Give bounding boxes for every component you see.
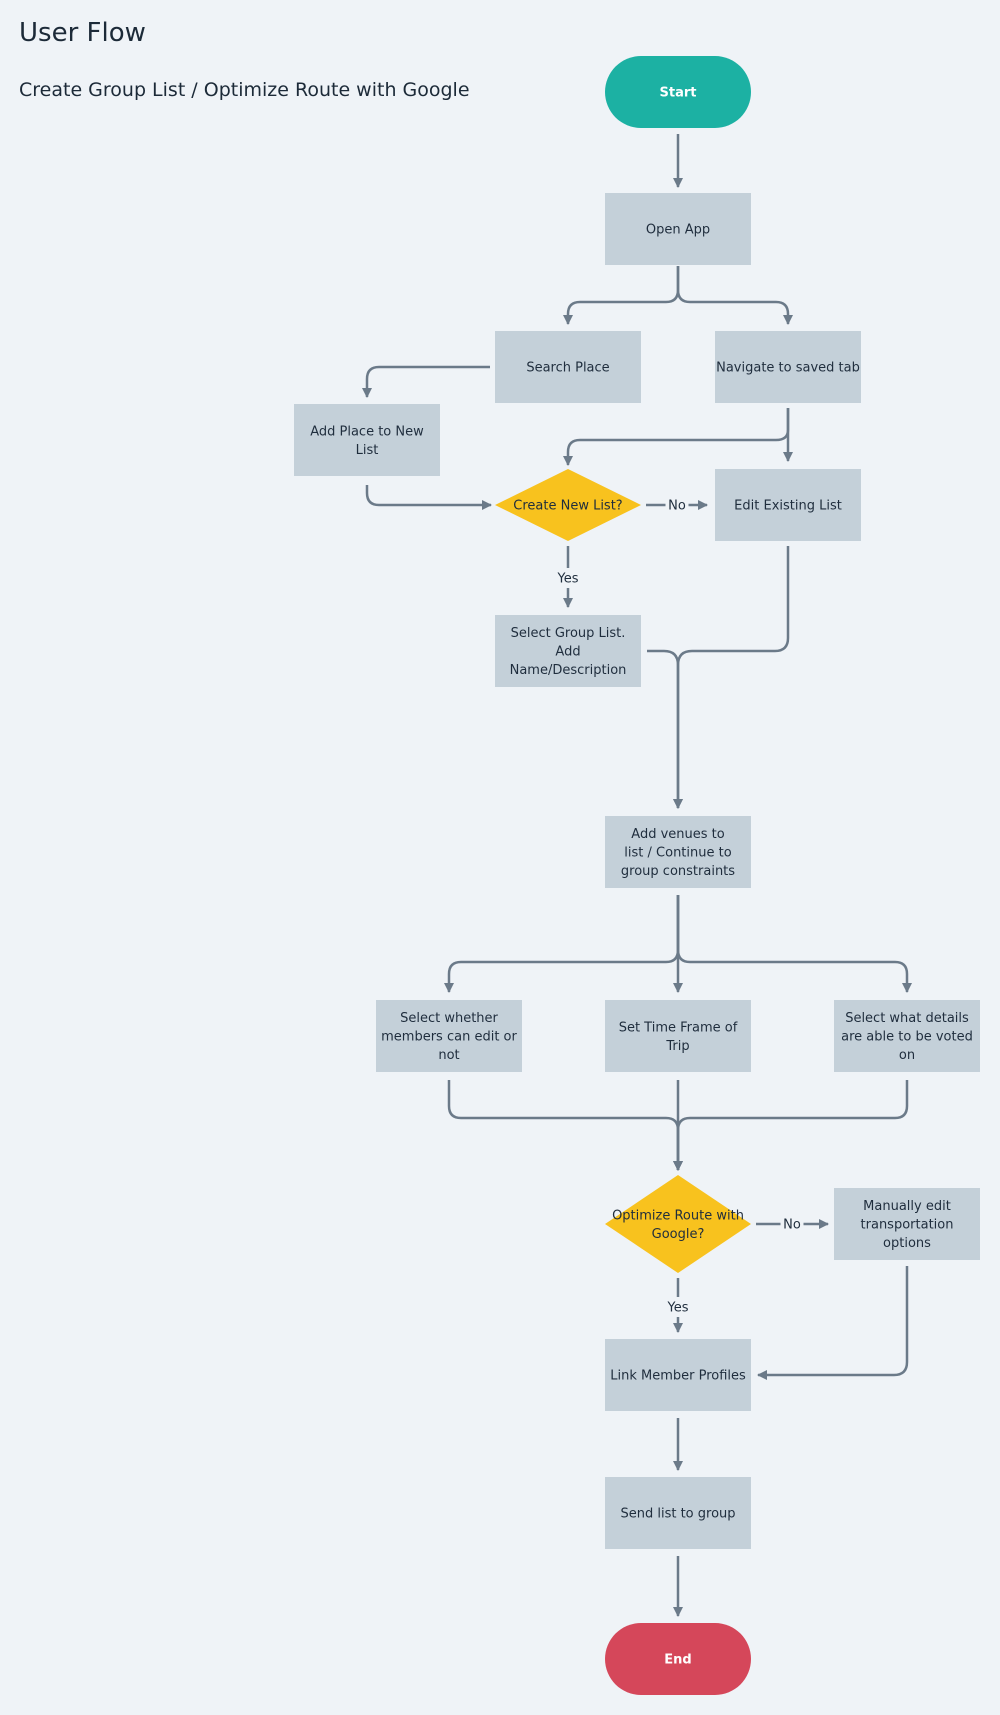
edge-label-optimize-yes: Yes (662, 1297, 694, 1317)
node-label: Send list to group (620, 1507, 735, 1522)
node-select-details: Select what details are able to be voted o… (834, 1000, 980, 1072)
node-label: transportation (861, 1218, 954, 1233)
decision-diamond (605, 1175, 751, 1273)
node-label: List (356, 443, 379, 458)
process-box (294, 404, 440, 476)
node-label: Select whether (400, 1011, 498, 1026)
node-send-list: Send list to group (605, 1477, 751, 1549)
node-label: Search Place (526, 361, 609, 376)
process-box (605, 1339, 751, 1411)
edge-label-text: Yes (667, 1301, 689, 1316)
node-link-profiles: Link Member Profiles (605, 1339, 751, 1411)
terminal-shape (605, 56, 751, 128)
connector-arrow (757, 1266, 909, 1380)
connector-arrow (362, 365, 490, 398)
node-end: End (605, 1623, 751, 1695)
node-label: End (664, 1653, 691, 1668)
connector-arrow (647, 649, 683, 809)
node-label: Open App (646, 223, 710, 238)
connector-arrow (563, 266, 680, 325)
node-label: on (899, 1048, 915, 1063)
node-label: Optimize Route with (612, 1208, 744, 1223)
page-subtitle: Create Group List / Optimize Route with … (19, 79, 470, 101)
node-label: Trip (665, 1039, 689, 1054)
node-label: Select Group List. (511, 626, 626, 641)
process-box (605, 193, 751, 265)
process-box (605, 816, 751, 888)
node-label: Add Place to New (310, 424, 424, 439)
node-label: Select what details (845, 1011, 969, 1026)
process-box (605, 1477, 751, 1549)
process-box (715, 469, 861, 541)
connector-arrow (676, 895, 912, 993)
node-label: Add venues to (631, 827, 724, 842)
node-label: members can edit or (381, 1030, 517, 1045)
connector-arrow (365, 485, 492, 510)
connector-arrow (673, 1080, 909, 1171)
connector-arrow (563, 408, 790, 466)
node-label: options (883, 1236, 931, 1251)
node-select-members: Select whether members can edit or not (376, 1000, 522, 1072)
edge-label-create-no: No (665, 495, 689, 515)
node-label: are able to be voted (841, 1030, 973, 1045)
node-start: Start (605, 56, 751, 128)
connector-arrow (676, 266, 793, 325)
process-box (495, 615, 641, 687)
page-title: User Flow (19, 18, 146, 48)
process-box (495, 331, 641, 403)
node-label: Google? (652, 1227, 705, 1242)
node-label: Link Member Profiles (610, 1369, 746, 1384)
connector-arrow (444, 895, 680, 993)
process-box (376, 1000, 522, 1072)
node-label: list / Continue to (624, 846, 731, 861)
process-box (834, 1000, 980, 1072)
node-create-new-list: Create New List? (495, 469, 641, 541)
edge-label-optimize-no: No (780, 1214, 804, 1234)
node-label: Create New List? (513, 499, 622, 514)
node-search-place: Search Place (495, 331, 641, 403)
node-label: Set Time Frame of (619, 1020, 738, 1035)
node-label: not (438, 1048, 459, 1063)
process-box (834, 1188, 980, 1260)
edge-label-create-yes: Yes (552, 568, 584, 588)
node-label: Start (660, 86, 697, 101)
connector-arrow (673, 546, 790, 809)
connectors (362, 134, 912, 1617)
node-add-venues: Add venues to list / Continue to group con… (605, 816, 751, 888)
process-box (715, 331, 861, 403)
node-label: Manually edit (863, 1199, 951, 1214)
node-label: Navigate to saved tab (716, 361, 860, 376)
edge-label-text: No (783, 1218, 801, 1233)
node-label: group constraints (621, 864, 735, 879)
connector-arrow (447, 1080, 683, 1171)
decision-diamond (495, 469, 641, 541)
terminal-shape (605, 1623, 751, 1695)
process-box (605, 1000, 751, 1072)
node-label: Add (555, 645, 580, 660)
node-label: Edit Existing List (734, 499, 842, 514)
node-label: Name/Description (510, 663, 627, 678)
edge-label-text: Yes (557, 572, 579, 587)
node-manual-edit: Manually edit transportation options (834, 1188, 980, 1260)
edge-label-text: No (668, 499, 686, 514)
node-edit-existing: Edit Existing List (715, 469, 861, 541)
node-navigate-saved: Navigate to saved tab (715, 331, 861, 403)
node-set-time: Set Time Frame of Trip (605, 1000, 751, 1072)
node-open-app: Open App (605, 193, 751, 265)
